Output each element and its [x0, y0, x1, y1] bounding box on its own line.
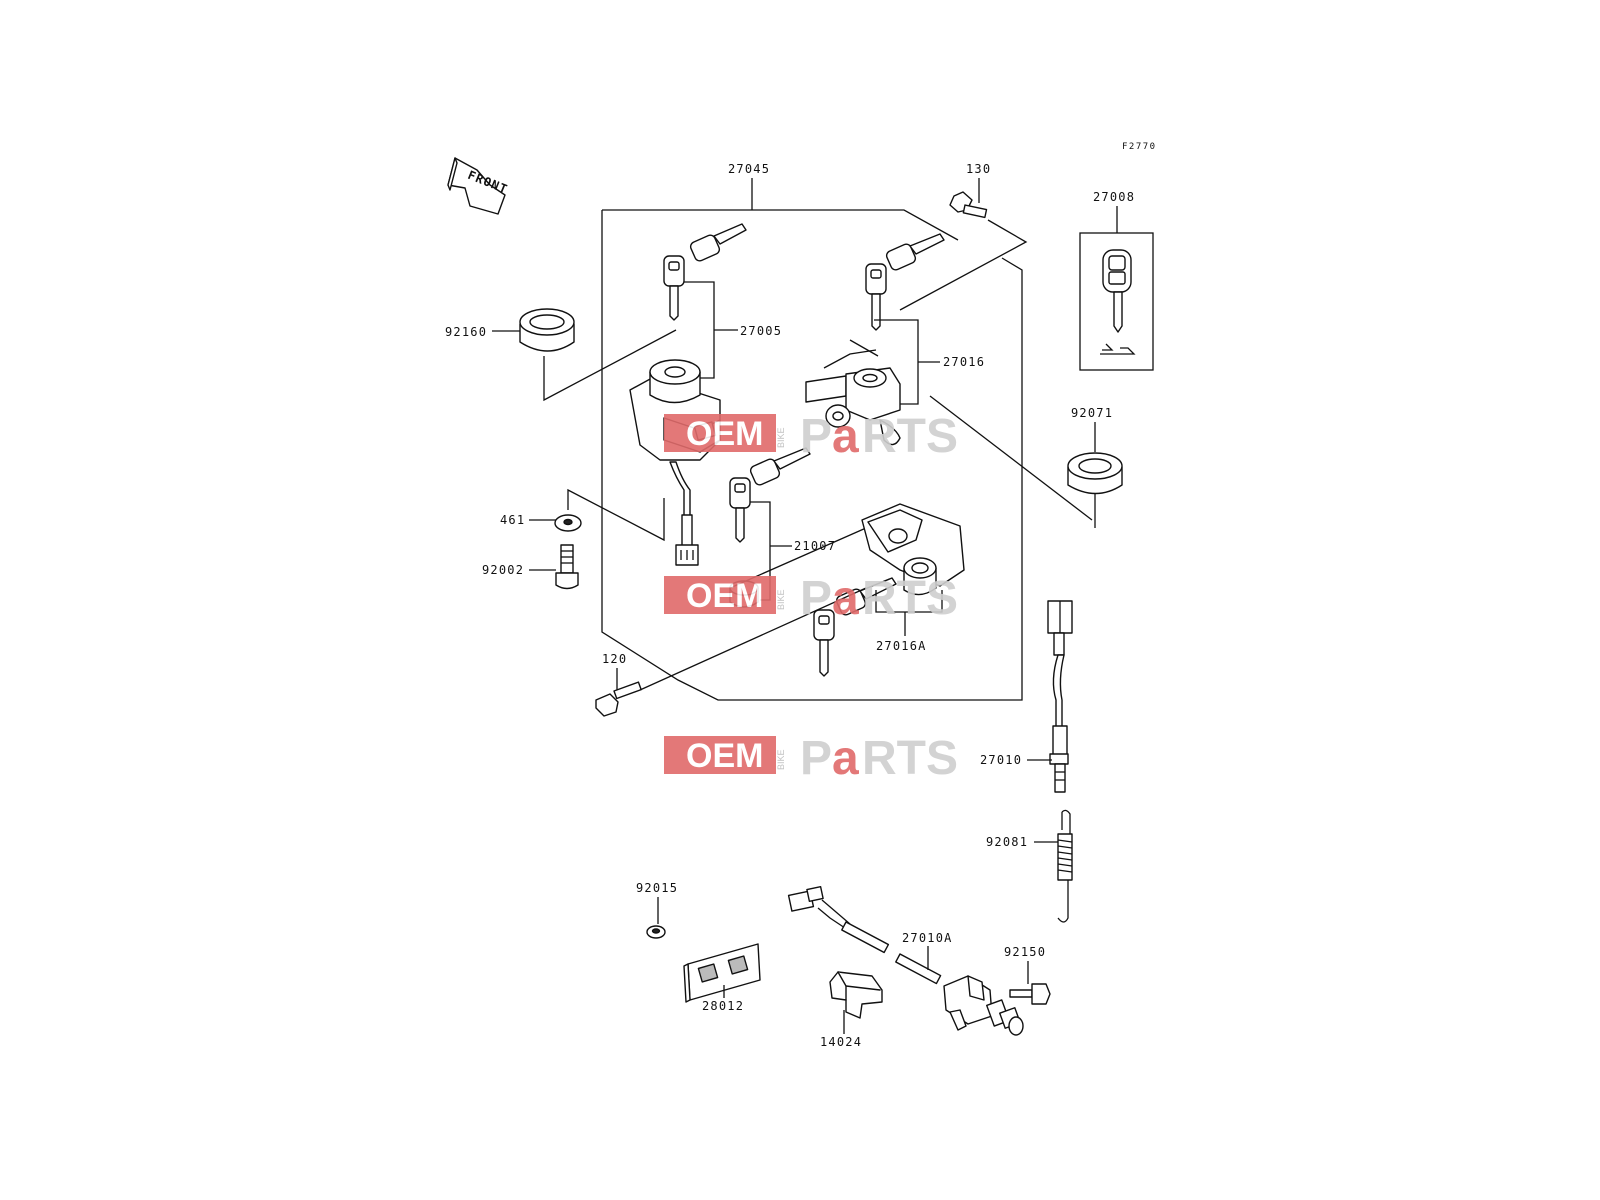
part-92081-label: 92081 [986, 835, 1028, 849]
bolt-92002 [555, 544, 579, 590]
key-blank-27008 [1100, 249, 1136, 355]
part-120-label: 120 [602, 652, 627, 666]
switch-27010 [1047, 600, 1073, 793]
svg-text:RTS: RTS [862, 410, 958, 463]
ignition-switch-27005 [629, 359, 721, 566]
svg-text:a: a [832, 572, 859, 625]
svg-text:P: P [800, 410, 832, 463]
bolt-130 [949, 191, 988, 219]
key-27016-lower [865, 263, 887, 331]
svg-text:BIKE: BIKE [776, 427, 786, 448]
key-27016A-upper [835, 577, 897, 616]
key-21007-upper [749, 447, 811, 486]
part-461-label: 461 [500, 513, 525, 527]
part-27045-label: 27045 [728, 162, 770, 176]
spring-92081 [1057, 809, 1073, 923]
part-27010A-label: 27010A [902, 931, 953, 945]
part-27010-label: 27010 [980, 753, 1022, 767]
washer-461 [554, 514, 582, 532]
part-92150-label: 92150 [1004, 945, 1046, 959]
key-blank-box [1079, 232, 1154, 371]
part-27005-label: 27005 [740, 324, 782, 338]
watermark-1: OEM BIKE P a RTS [664, 410, 958, 463]
svg-text:OEM: OEM [686, 415, 763, 453]
svg-text:a: a [832, 732, 859, 785]
nut-92015 [646, 925, 666, 939]
key-21007-lower [729, 477, 751, 543]
grommet-92160 [519, 308, 575, 352]
key-27016-upper [885, 233, 945, 271]
svg-text:P: P [800, 572, 832, 625]
seat-lock-27016 [805, 367, 901, 446]
part-92071-label: 92071 [1071, 406, 1113, 420]
switch-27010A [943, 975, 1024, 1036]
front-arrow-icon: FRONT [447, 157, 510, 215]
svg-text:OEM: OEM [686, 577, 763, 615]
part-92015-label: 92015 [636, 881, 678, 895]
watermark-3: OEM BIKE P a RTS [664, 732, 958, 785]
part-27016-label: 27016 [943, 355, 985, 369]
svg-text:a: a [832, 410, 859, 463]
part-130-label: 130 [966, 162, 991, 176]
figure-code: F2770 [1122, 142, 1157, 152]
part-27016A-label: 27016A [876, 639, 927, 653]
watermark-2: OEM BIKE P a RTS [664, 572, 958, 625]
grommet-92071 [1067, 452, 1123, 495]
key-27016A-lower [813, 609, 835, 677]
helmet-lock-27016A [861, 503, 965, 596]
part-28012-label: 28012 [702, 999, 744, 1013]
key-27005-lower [663, 255, 685, 321]
svg-text:BIKE: BIKE [776, 749, 786, 770]
connector-27010A [787, 885, 942, 985]
svg-text:OEM: OEM [686, 737, 763, 775]
bolt-120 [595, 681, 642, 717]
ignition-set-frame [601, 178, 1023, 701]
svg-text:P: P [800, 732, 832, 785]
svg-text:BIKE: BIKE [776, 589, 786, 610]
screw-92150 [1009, 983, 1051, 1005]
part-92160-label: 92160 [445, 325, 487, 339]
svg-text:RTS: RTS [862, 732, 958, 785]
bracket-14024 [829, 971, 883, 1019]
reflector-28012 [683, 943, 761, 1003]
part-21007-label: 21007 [794, 539, 836, 553]
svg-text:RTS: RTS [862, 572, 958, 625]
part-92002-label: 92002 [482, 563, 524, 577]
part-27008-label: 27008 [1093, 190, 1135, 204]
key-27005-upper [689, 223, 747, 262]
part-14024-label: 14024 [820, 1035, 862, 1049]
